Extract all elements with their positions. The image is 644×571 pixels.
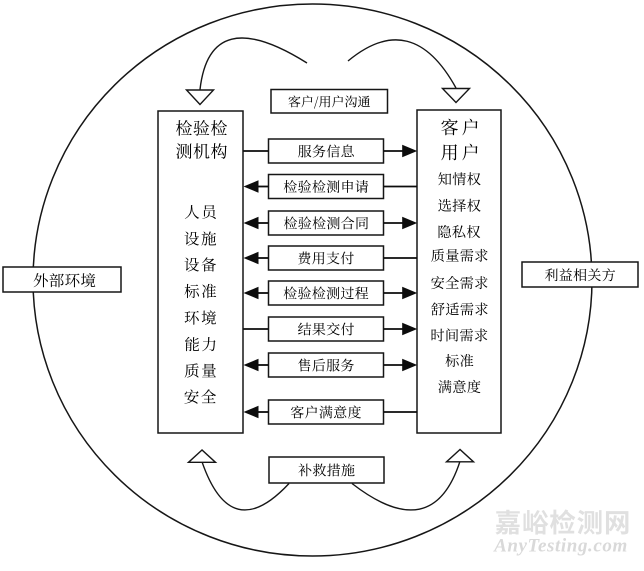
svg-text:AnyTesting.com: AnyTesting.com bbox=[493, 536, 628, 557]
